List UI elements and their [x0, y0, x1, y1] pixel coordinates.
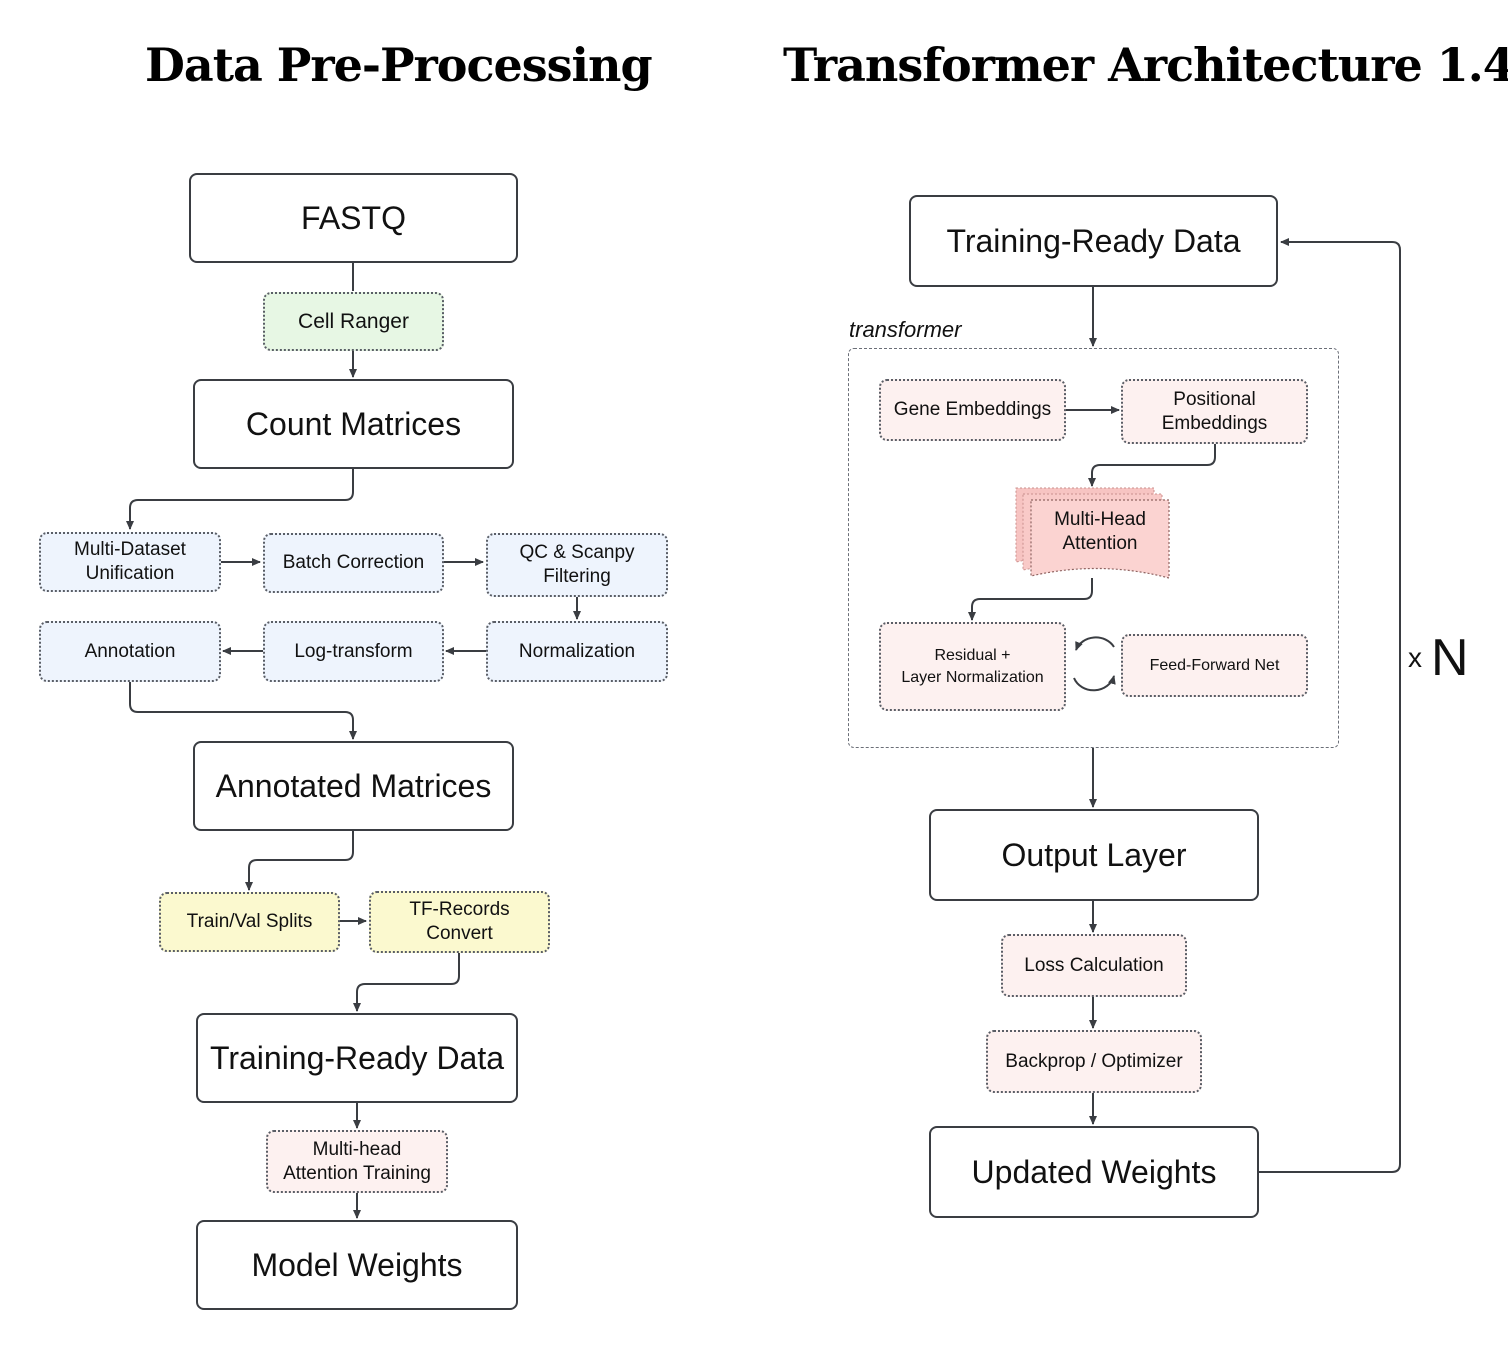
fastq-box: FASTQ	[189, 173, 518, 263]
fastq-label: FASTQ	[301, 199, 406, 236]
training-ready-box-right: Training-Ready Data	[909, 195, 1278, 287]
mha-line2: Attention	[1062, 533, 1138, 554]
cell-ranger-step: Cell Ranger	[263, 292, 444, 351]
updated-weights-label: Updated Weights	[971, 1153, 1217, 1190]
positional-line1: Positional	[1173, 388, 1256, 410]
multi-dataset-line1: Multi-Dataset	[74, 539, 186, 560]
annotation-label: Annotation	[84, 640, 176, 662]
train-val-label: Train/Val Splits	[186, 911, 313, 932]
count-matrices-box: Count Matrices	[193, 379, 514, 469]
model-weights-label: Model Weights	[251, 1246, 463, 1283]
log-transform-label: Log-transform	[294, 640, 413, 662]
arrow-count-multidataset	[126, 469, 354, 530]
mha-training-line2: Attention Training	[283, 1162, 431, 1184]
mha-line1: Multi-Head	[1054, 509, 1146, 530]
mha-training-line1: Multi-head	[312, 1138, 402, 1160]
annotation-step: Annotation	[39, 621, 221, 682]
loss-calculation-step: Loss Calculation	[1001, 934, 1187, 997]
multi-head-attention-shape	[1015, 487, 1170, 579]
normalization-label: Normalization	[518, 640, 636, 662]
backprop-label: Backprop / Optimizer	[1005, 1050, 1183, 1072]
transformer-container	[848, 348, 1339, 748]
count-matrices-label: Count Matrices	[245, 405, 462, 442]
arrow-mha-residual	[968, 578, 1093, 621]
training-ready-label-right: Training-Ready Data	[946, 222, 1241, 259]
feed-forward-label: Feed-Forward Net	[1149, 656, 1280, 674]
positional-line2: Embeddings	[1161, 412, 1268, 434]
tf-line2: Convert	[426, 923, 493, 944]
train-val-splits-step: Train/Val Splits	[159, 892, 340, 952]
feed-forward-step: Feed-Forward Net	[1121, 634, 1308, 697]
output-layer-label: Output Layer	[1001, 836, 1187, 873]
gene-embeddings-label: Gene Embeddings	[893, 399, 1052, 420]
qc-line1: QC & Scanpy	[519, 542, 635, 563]
repeat-x: x	[1408, 642, 1422, 673]
residual-layernorm-step: Residual + Layer Normalization	[879, 622, 1066, 711]
residual-line2: Layer Normalization	[901, 668, 1044, 686]
cycle-arrow-top	[1075, 636, 1115, 651]
qc-line2: Filtering	[543, 566, 611, 587]
arrow-positional-mha	[1088, 444, 1216, 487]
log-transform-step: Log-transform	[263, 621, 444, 682]
arrow-tf-trainingready	[353, 953, 460, 1012]
annotated-matrices-box: Annotated Matrices	[193, 741, 514, 831]
left-title: Data Pre-Processing	[145, 38, 653, 92]
training-ready-label-left: Training-Ready Data	[209, 1039, 505, 1076]
model-weights-box: Model Weights	[196, 1220, 518, 1310]
batch-correction-label: Batch Correction	[282, 552, 425, 573]
loop-arrow-updated-to-trainingready	[1259, 238, 1401, 1173]
normalization-step: Normalization	[486, 621, 668, 682]
residual-line1: Residual +	[934, 646, 1011, 664]
repeat-n: N	[1431, 629, 1469, 687]
tf-line1: TF-Records	[409, 899, 510, 920]
training-ready-box-left: Training-Ready Data	[196, 1013, 518, 1103]
multi-dataset-line2: Unification	[85, 563, 175, 584]
loss-label: Loss Calculation	[1024, 954, 1164, 976]
updated-weights-box: Updated Weights	[929, 1126, 1259, 1218]
arrow-annotated-trainval	[245, 831, 354, 891]
backprop-step: Backprop / Optimizer	[986, 1030, 1202, 1093]
cycle-arrow-bottom	[1073, 675, 1116, 692]
cell-ranger-label: Cell Ranger	[298, 309, 409, 333]
arrow-annotation-annotated	[129, 682, 357, 740]
output-layer-box: Output Layer	[929, 809, 1259, 901]
right-title: Transformer Architecture 1.4	[783, 38, 1508, 92]
gene-embeddings-step: Gene Embeddings	[879, 379, 1066, 441]
transformer-label: transformer	[849, 317, 962, 342]
annotated-matrices-label: Annotated Matrices	[215, 767, 492, 804]
batch-correction-step: Batch Correction	[263, 533, 444, 593]
